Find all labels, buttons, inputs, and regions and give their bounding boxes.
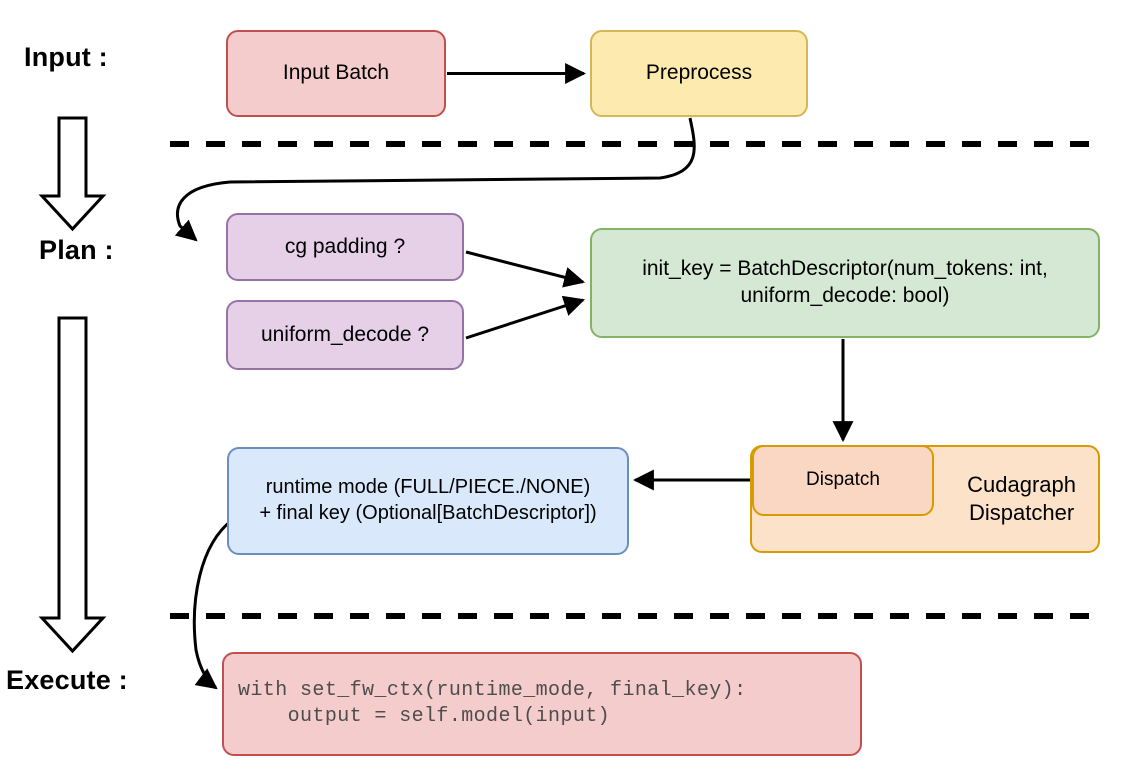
node-input-batch[interactable]: Input Batch: [226, 30, 446, 117]
uniform-decode-to-init-key: [465, 295, 585, 340]
node-preprocess[interactable]: Preprocess: [590, 30, 808, 117]
cg-padding-to-init-key: [465, 250, 586, 288]
node-dispatch[interactable]: Dispatch: [752, 445, 934, 516]
node-execute-code[interactable]: with set_fw_ctx(runtime_mode, final_key)…: [222, 652, 862, 756]
stage-label-execute: Execute :: [6, 665, 128, 695]
node-cg-padding[interactable]: cg padding ?: [226, 213, 464, 281]
node-runtime-mode[interactable]: runtime mode (FULL/PIECE./NONE) + final …: [227, 447, 629, 555]
stage-label-plan: Plan :: [39, 235, 114, 265]
stage-label-input: Input :: [24, 42, 108, 72]
node-uniform-decode[interactable]: uniform_decode ?: [226, 300, 464, 370]
node-init-key[interactable]: init_key = BatchDescriptor(num_tokens: i…: [590, 228, 1100, 338]
input-to-plan-arrow: [38, 116, 107, 232]
plan-to-execute-arrow: [38, 316, 107, 654]
